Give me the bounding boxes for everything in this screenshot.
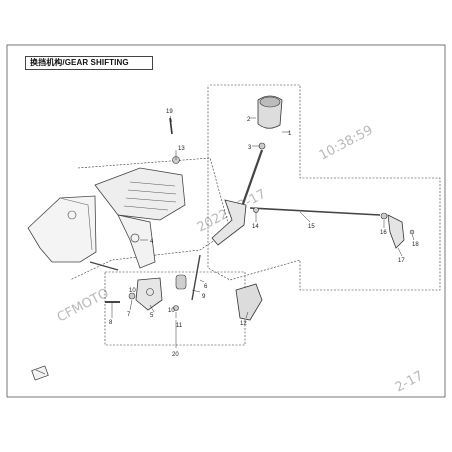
bracket-pin — [89, 261, 119, 271]
footrest-plate — [94, 167, 186, 221]
watermark-left: CFMOTO — [55, 286, 112, 326]
shift-knob-top — [259, 96, 281, 108]
page-title: 换挡机构/GEAR SHIFTING — [30, 58, 129, 67]
lower-rod — [191, 254, 201, 301]
callout-20: 20 — [172, 352, 179, 358]
callout-9: 9 — [202, 294, 206, 300]
shift-lever-arm — [211, 199, 247, 246]
callout-19: 19 — [166, 109, 173, 115]
right-group-outline — [207, 84, 441, 291]
shift-arm-right — [387, 214, 405, 249]
callout-4: 4 — [150, 239, 154, 245]
leader-lines — [111, 115, 415, 348]
small-bolt-18 — [409, 229, 415, 235]
mount-hole — [130, 233, 140, 243]
callout-17: 17 — [398, 258, 405, 264]
link-end-right — [380, 212, 388, 220]
callout-12: 12 — [240, 321, 247, 327]
callout-3: 3 — [248, 145, 252, 151]
outer-border — [6, 44, 446, 398]
bracket-edge — [59, 197, 93, 251]
link-end-left — [253, 207, 259, 213]
callout-10-left: 10 — [129, 288, 136, 294]
callout-1: 1 — [288, 131, 292, 137]
page-flag-icon — [31, 365, 49, 381]
bolt-19 — [169, 117, 173, 135]
callout-5: 5 — [150, 313, 154, 319]
callout-14: 14 — [252, 224, 259, 230]
frame-bracket — [27, 195, 97, 263]
callout-11: 11 — [176, 323, 183, 329]
callout-8: 8 — [109, 320, 113, 326]
callout-10-right: 10 — [168, 308, 175, 314]
bushing — [175, 274, 187, 290]
watermark-bottom: 2-17 — [393, 368, 426, 395]
callout-6: 6 — [204, 284, 208, 290]
callout-16: 16 — [380, 230, 387, 236]
callout-2: 2 — [247, 117, 251, 123]
callout-18: 18 — [412, 242, 419, 248]
title-box — [25, 56, 153, 70]
gear-selector-12 — [235, 283, 263, 321]
pivot-hole — [146, 288, 154, 296]
shift-link-rod — [249, 207, 381, 216]
callout-13: 13 — [178, 146, 185, 152]
footrest-grip — [123, 181, 177, 211]
washer-10-left — [128, 292, 136, 300]
bracket-hole — [67, 210, 77, 220]
pivot-bracket — [135, 277, 163, 311]
washer-10-right — [173, 305, 179, 311]
callout-15: 15 — [308, 224, 315, 230]
callout-7: 7 — [127, 312, 131, 318]
watermark-time: 10:38:59 — [317, 123, 376, 164]
